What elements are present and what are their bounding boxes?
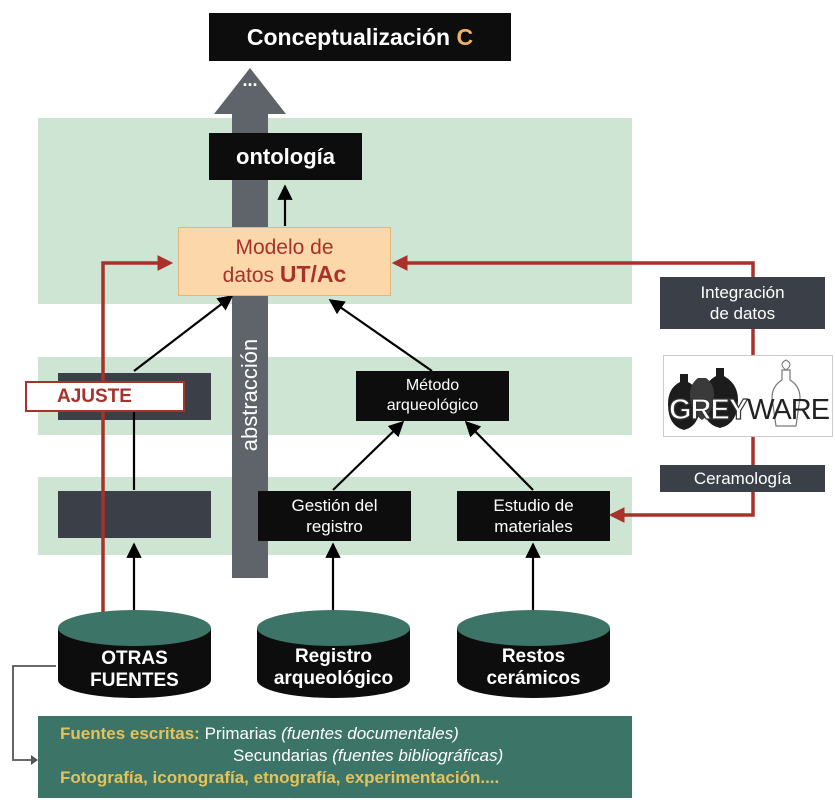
primarias-note: (fuentes documentales): [281, 724, 459, 743]
fuentes-line3: Fotografía, iconografía, etnografía, exp…: [60, 767, 632, 789]
integracion-line1: Integración: [700, 283, 785, 302]
cylinder-restos-ceramicos: Restos cerámicos: [457, 606, 610, 700]
conceptualizacion-box: Conceptualización C: [209, 13, 511, 61]
cylinder-otras-fuentes: OTRAS FUENTES: [58, 606, 211, 700]
ontologia-label: ontología: [236, 143, 335, 169]
gestion-registro-box: Gestión del registro: [258, 491, 411, 541]
metodo-line1: Método: [405, 377, 460, 394]
modelo-datos-box: Modelo de datos UT/Ac: [178, 227, 391, 296]
title-letter: C: [456, 23, 474, 50]
fuentes-escritas-box: Fuentes escritas: Primarias (fuentes doc…: [38, 716, 632, 798]
gestion-line2: registro: [306, 517, 363, 536]
ceramologia-label: Ceramología: [693, 468, 792, 488]
fuentes-line1: Fuentes escritas: Primarias (fuentes doc…: [60, 723, 632, 745]
secundarias-label: Secundarias: [233, 746, 328, 765]
source-2-line1: Restos: [501, 646, 566, 667]
source-1-line2: arqueológico: [273, 668, 394, 689]
greyware-logo: GREYWARE: [663, 355, 833, 437]
logo-wordmark: GREYWARE: [664, 393, 832, 427]
ceramologia-box: Ceramología: [660, 465, 825, 492]
secundarias-note: (fuentes bibliográficas): [332, 746, 504, 765]
estudio-materiales-box: Estudio de materiales: [457, 491, 610, 541]
integracion-line2: de datos: [709, 304, 776, 323]
ontologia-box: ontología: [209, 133, 362, 180]
metodo-arqueologico-box: Método arqueológico: [356, 371, 509, 421]
ajuste-label: AJUSTE: [57, 385, 132, 407]
modelo-line2-prefix: datos: [222, 263, 275, 287]
source-1-line1: Registro: [294, 646, 373, 667]
integracion-box: Integración de datos: [660, 277, 825, 329]
source-0-line2: FUENTES: [90, 670, 179, 691]
metodo-line2: arqueológico: [386, 397, 479, 414]
logo-part2: WARE: [747, 394, 830, 426]
ajuste-label-box: AJUSTE: [25, 381, 185, 412]
gestion-line1: Gestión del: [291, 496, 378, 515]
primarias-label: Primarias: [204, 724, 277, 743]
title-text: Conceptualización: [246, 23, 451, 50]
empty-process-box: [58, 491, 211, 538]
source-0-line1: OTRAS: [101, 648, 168, 669]
modelo-line2-bold: UT/Ac: [279, 260, 347, 287]
fuentes-line2: Secundarias (fuentes bibliográficas): [60, 745, 632, 767]
source-2-line2: cerámicos: [486, 668, 581, 689]
arrow-top-dots: ...: [242, 70, 258, 90]
modelo-line1: Modelo de: [235, 235, 334, 259]
vessels-icon: [668, 359, 801, 430]
logo-part1: GREY: [668, 393, 748, 426]
cylinder-registro-arqueologico: Registro arqueológico: [257, 606, 410, 700]
fuentes-escritas-label: Fuentes escritas:: [60, 724, 200, 743]
estudio-line2: materiales: [494, 517, 573, 536]
otras-fuentes-list: Fotografía, iconografía, etnografía, exp…: [60, 768, 500, 787]
estudio-line1: Estudio de: [493, 496, 574, 515]
